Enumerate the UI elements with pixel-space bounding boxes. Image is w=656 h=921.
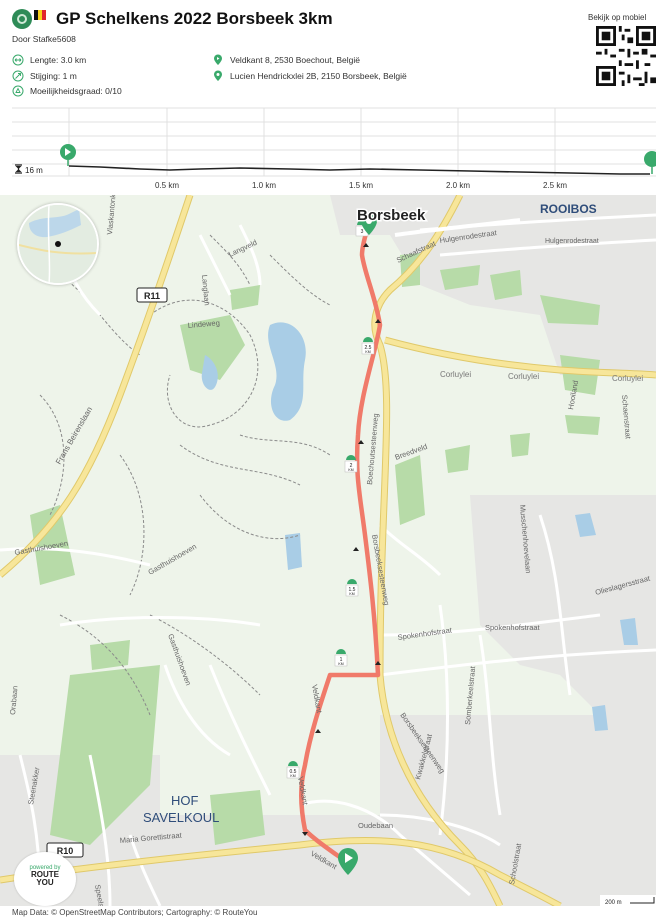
label-corluylei-2: Corluylei [508, 372, 539, 381]
elevation-icon [12, 70, 24, 82]
route-title: GP Schelkens 2022 Borsbeek 3km [56, 9, 333, 28]
route-author: Door Stafke5608 [12, 34, 76, 44]
svg-text:16 m: 16 m [25, 166, 43, 175]
svg-text:KM: KM [365, 350, 370, 354]
profile-tick-1.0: 1.0 km [252, 181, 276, 190]
start-address-text: Veldkant 8, 2530 Boechout, België [230, 55, 360, 65]
svg-text:KM: KM [290, 774, 295, 778]
km-marker-1.5: 1.5KM [345, 579, 359, 597]
routeyou-logo-icon [12, 9, 32, 29]
svg-text:0.5: 0.5 [290, 769, 297, 775]
difficulty-icon [12, 85, 24, 97]
elevation-profile: 16 m 0.5 km 1.0 km 1.5 km 2.0 km 2.5 km [12, 107, 656, 190]
start-pin-icon[interactable] [338, 848, 358, 875]
route-direction-arrows [302, 243, 381, 836]
label-rooibos: ROOIBOS [540, 202, 597, 216]
svg-text:KM: KM [338, 662, 343, 666]
end-pin-icon [214, 70, 222, 81]
svg-text:KM: KM [349, 592, 354, 596]
footpaths [39, 234, 331, 716]
label-schoenstraat: Schaenstraat [620, 394, 633, 440]
svg-text:200 m: 200 m [605, 900, 622, 906]
profile-tick-2.5: 2.5 km [543, 181, 567, 190]
label-savelkoul: SAVELKOUL [143, 810, 219, 825]
minimap-canvas [19, 205, 97, 283]
profile-tick-1.5: 1.5 km [349, 181, 373, 190]
start-pin-icon [214, 54, 222, 65]
map-canvas[interactable]: 3 2.5KM 2KM 1.5KM 1KM 0.5KM R11 R10 200 … [0, 195, 656, 906]
stat-elevation: Stijging: 1 m [12, 70, 77, 82]
start-address: Veldkant 8, 2530 Boechout, België [212, 54, 360, 66]
svg-text:KM: KM [348, 468, 353, 472]
stat-length: Lengte: 3.0 km [12, 54, 86, 66]
minimap-location-dot [55, 241, 61, 247]
profile-tick-2.0: 2.0 km [446, 181, 470, 190]
elevation-line [68, 165, 650, 175]
label-langlaan: Langlaan [200, 274, 212, 306]
stat-elevation-text: Stijging: 1 m [30, 71, 77, 81]
label-vlaskantonk: Vlaskantonk [105, 195, 118, 235]
overview-minimap[interactable] [17, 203, 99, 285]
end-address: Lucien Hendrickxlei 2B, 2150 Borsbeek, B… [212, 70, 407, 82]
end-pin-icon[interactable] [361, 213, 377, 235]
qr-label: Bekijk op mobiel [588, 13, 647, 22]
label-borsbeek: Borsbeek [357, 207, 426, 224]
label-corluylei-3: Corluylei [612, 374, 643, 383]
stat-difficulty: Moeilijkheidsgraad: 0/10 [12, 85, 122, 97]
label-oudebaan: Oudebaan [358, 821, 393, 830]
end-address-text: Lucien Hendrickxlei 2B, 2150 Borsbeek, B… [230, 71, 407, 81]
routeyou-brand-route: ROUTE [31, 870, 59, 879]
powered-by-text: powered by [29, 865, 61, 871]
label-corluylei-1: Corluylei [440, 370, 471, 379]
svg-text:R11: R11 [144, 291, 160, 301]
belgium-flag-icon [34, 10, 46, 20]
km-marker-1: 1KM [334, 649, 348, 667]
r11-shield: R11 [136, 287, 168, 303]
primary-roads [0, 195, 656, 906]
svg-text:1: 1 [340, 657, 343, 663]
route-header: GP Schelkens 2022 Borsbeek 3km Door Staf… [0, 0, 656, 102]
routeyou-brand-you: YOU [36, 878, 54, 887]
route-line [299, 222, 383, 866]
profile-tick-0.5: 0.5 km [155, 181, 179, 190]
svg-text:2: 2 [350, 463, 353, 469]
profile-end-marker [644, 151, 656, 174]
map-attribution: Map Data: © OpenStreetMap Contributors; … [12, 908, 258, 917]
stat-difficulty-text: Moeilijkheidsgraad: 0/10 [30, 86, 122, 96]
label-hulgenrode-2: Hulgenrodestraat [545, 238, 599, 245]
label-orabaan: Orabaan [8, 685, 20, 715]
profile-start-marker [60, 144, 76, 166]
svg-text:1.5: 1.5 [349, 587, 356, 593]
minor-roads [0, 213, 656, 906]
stat-length-text: Lengte: 3.0 km [30, 55, 87, 65]
svg-text:R10: R10 [57, 846, 74, 856]
svg-text:2.5: 2.5 [365, 345, 372, 351]
powered-by-routeyou[interactable]: powered by ROUTE YOU [14, 852, 76, 906]
profile-min-label: 16 m [15, 164, 43, 175]
km-marker-2.5: 2.5KM [361, 337, 375, 355]
label-lindeweg: Lindeweg [187, 318, 220, 330]
km-marker-2: 2KM [344, 455, 358, 473]
label-hof: HOF [171, 793, 199, 808]
water-areas [201, 322, 638, 731]
qr-code-icon[interactable] [596, 26, 656, 86]
scale-bar: 200 m [600, 895, 656, 906]
length-icon [12, 54, 24, 66]
label-spokenhof-2: Spokenhofstraat [485, 623, 541, 632]
km-marker-0.5: 0.5KM [286, 761, 300, 779]
svg-text:3: 3 [361, 229, 364, 235]
